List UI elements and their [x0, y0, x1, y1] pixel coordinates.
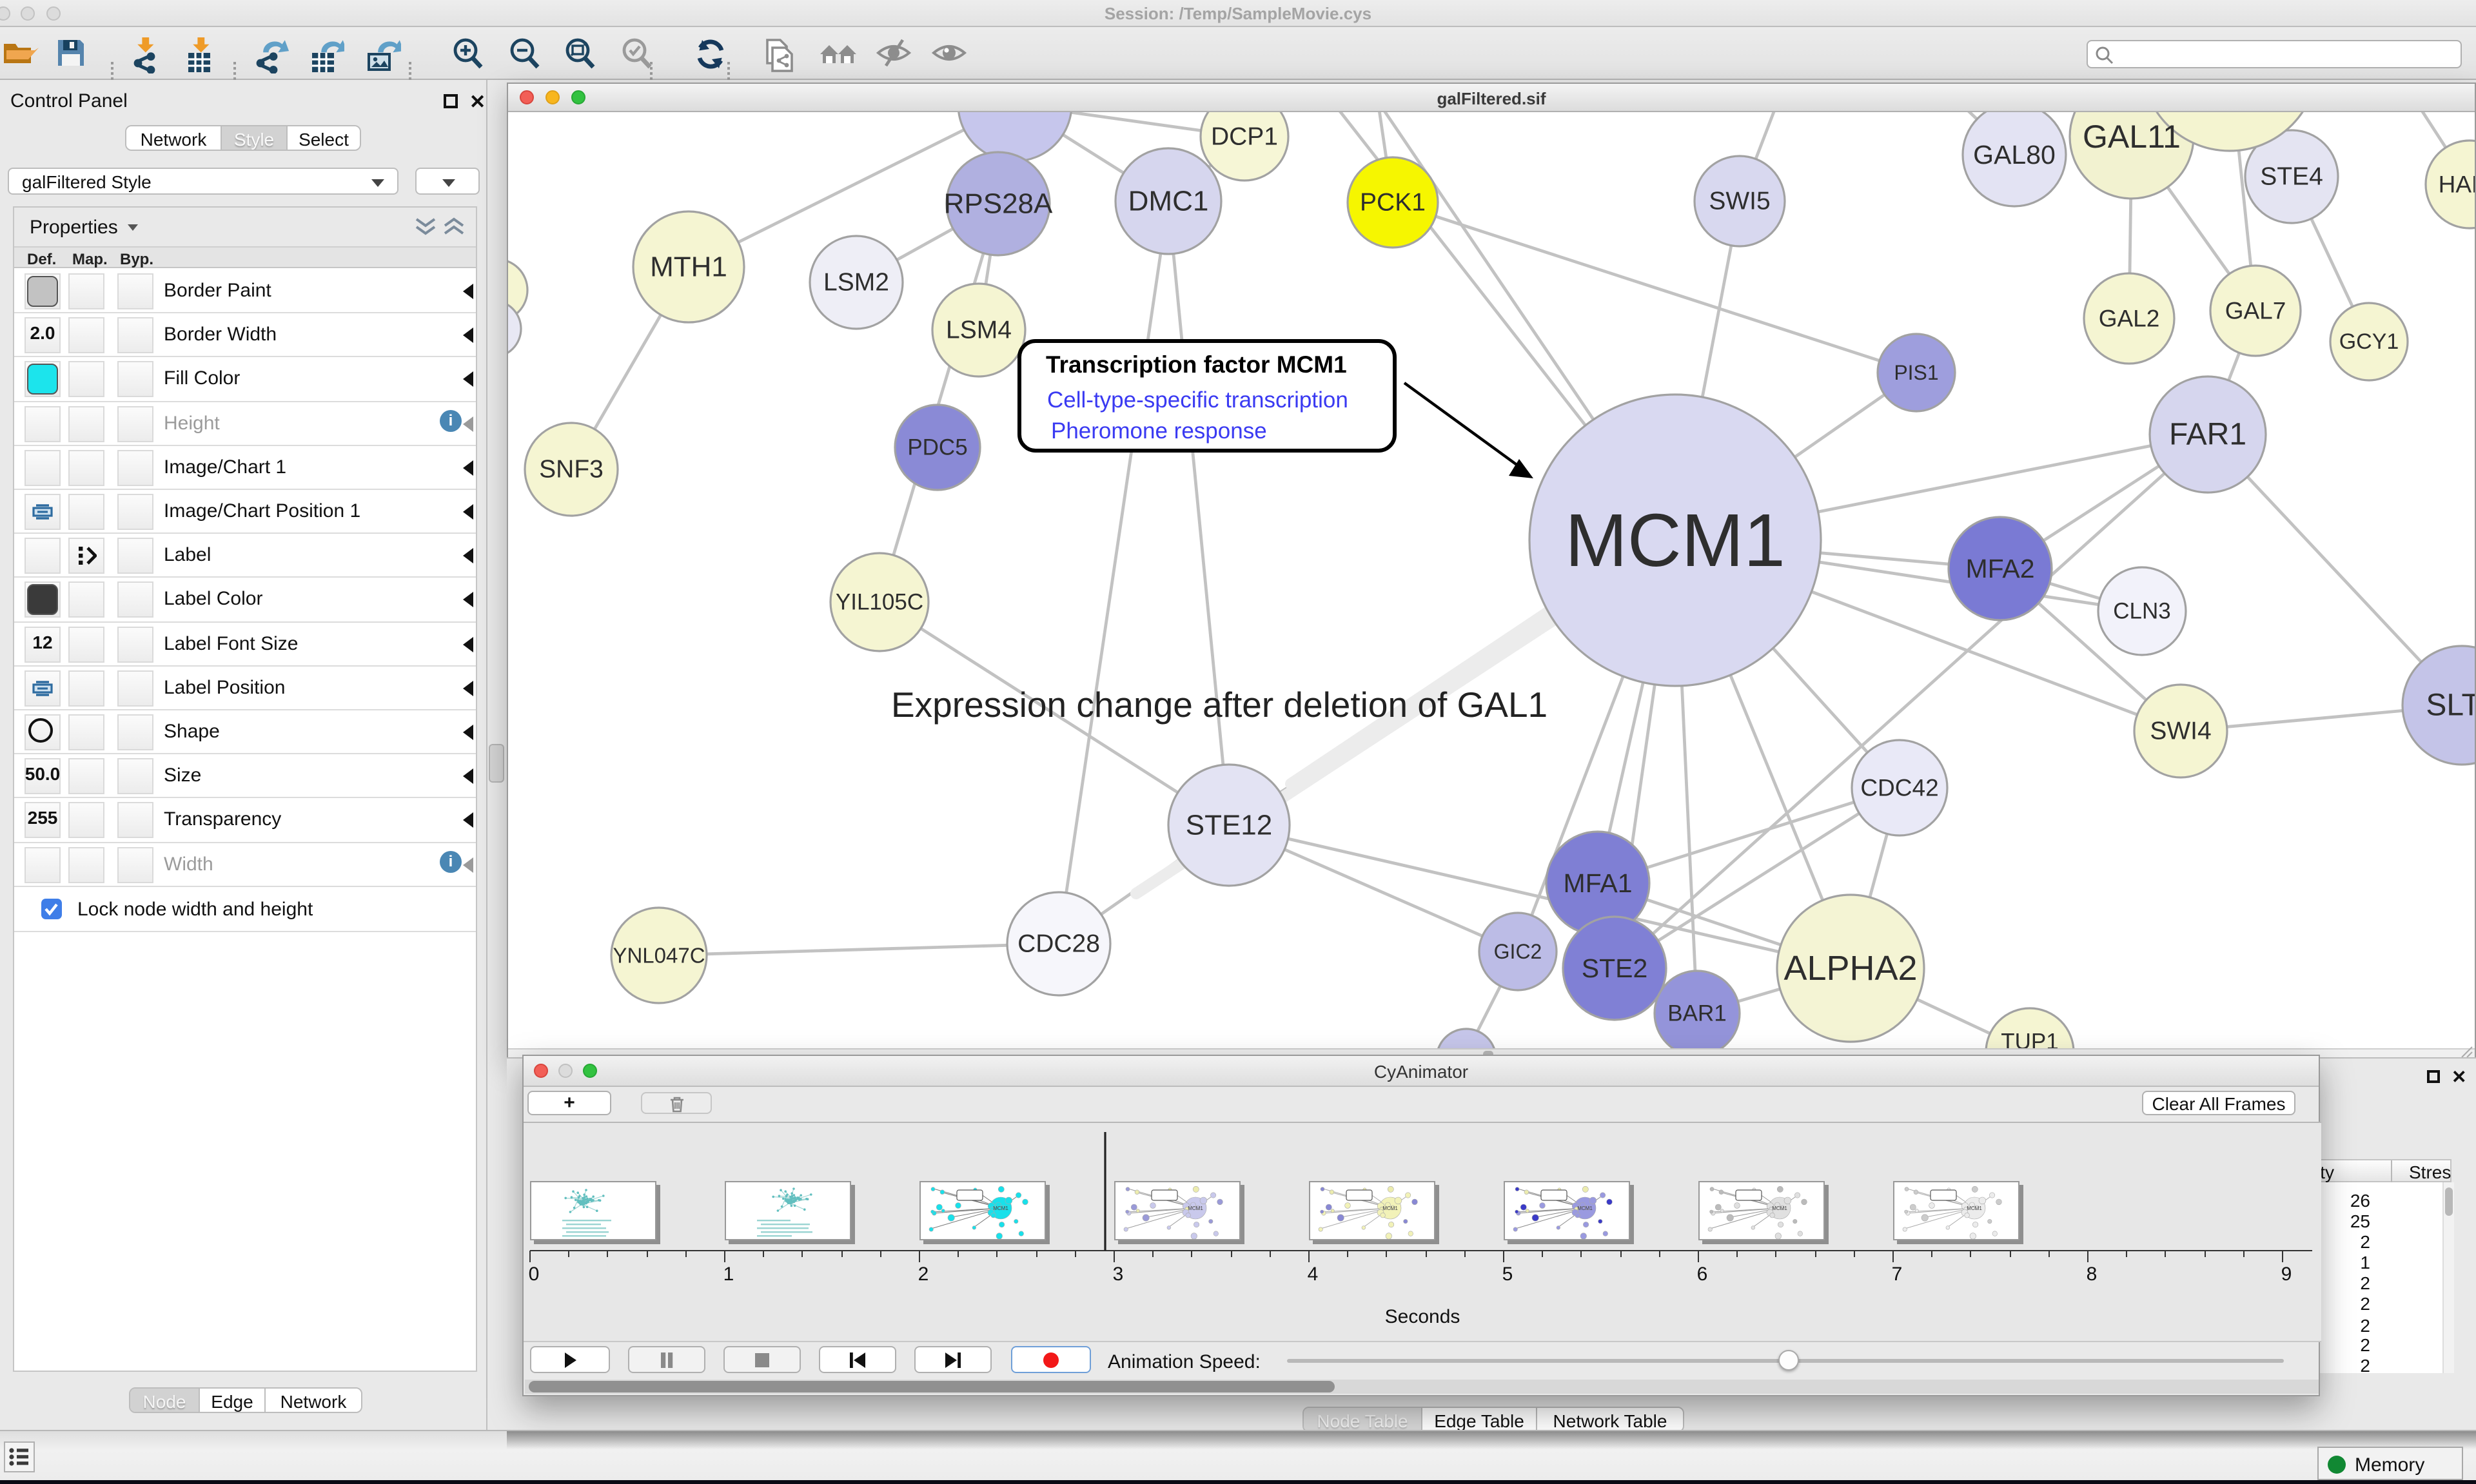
svg-text:SLT2: SLT2 — [2426, 688, 2475, 723]
svg-text:FAR1: FAR1 — [2169, 418, 2246, 452]
svg-text:7: 7 — [1892, 1264, 1903, 1285]
svg-text:GAL2: GAL2 — [2099, 306, 2160, 332]
svg-text:CDC42: CDC42 — [1860, 775, 1938, 801]
svg-text:RPS20B: RPS20B — [963, 112, 1066, 117]
svg-text:GCY1: GCY1 — [2339, 329, 2399, 354]
svg-text:4: 4 — [1308, 1264, 1319, 1285]
svg-text:BAR1: BAR1 — [1667, 1001, 1726, 1026]
svg-text:MCM1: MCM1 — [1577, 1206, 1593, 1211]
svg-text:DMC1: DMC1 — [1128, 186, 1209, 217]
svg-text:MCM1: MCM1 — [1772, 1206, 1787, 1211]
svg-text:LSM4: LSM4 — [946, 317, 1012, 344]
svg-text:SWI4: SWI4 — [2150, 718, 2211, 745]
svg-text:9: 9 — [2281, 1264, 2292, 1285]
svg-text:STE4: STE4 — [2260, 163, 2323, 191]
svg-text:YIL105C: YIL105C — [836, 590, 923, 615]
svg-text:SNF3: SNF3 — [539, 456, 604, 483]
svg-text:CDC28: CDC28 — [1017, 930, 1100, 958]
svg-text:RPS28A: RPS28A — [944, 188, 1053, 220]
svg-text:PCK1: PCK1 — [1360, 189, 1426, 217]
svg-text:HAP2: HAP2 — [2439, 171, 2475, 198]
svg-text:3: 3 — [1113, 1264, 1124, 1285]
svg-text:PIS1: PIS1 — [1894, 361, 1938, 384]
svg-text:YNL047C: YNL047C — [613, 944, 705, 968]
svg-text:1: 1 — [723, 1264, 734, 1285]
svg-text:ALPHA2: ALPHA2 — [1783, 949, 1917, 988]
svg-text:5: 5 — [1502, 1264, 1513, 1285]
svg-text:LSM2: LSM2 — [823, 269, 889, 297]
svg-text:CLN3: CLN3 — [2113, 599, 2170, 624]
svg-text:Seconds: Seconds — [1385, 1306, 1460, 1327]
svg-text:GAL80: GAL80 — [1973, 140, 2056, 170]
svg-text:PDC5: PDC5 — [907, 435, 967, 460]
svg-text:SWI5: SWI5 — [1709, 188, 1770, 215]
svg-text:GAL11: GAL11 — [2083, 119, 2181, 155]
svg-text:0: 0 — [529, 1264, 540, 1285]
svg-text:STE12: STE12 — [1186, 810, 1273, 841]
svg-text:2: 2 — [918, 1264, 929, 1285]
svg-text:MCM1: MCM1 — [993, 1206, 1008, 1211]
svg-text:MFA2: MFA2 — [1965, 554, 2034, 583]
svg-text:STE2: STE2 — [1582, 953, 1648, 983]
svg-text:DCP1: DCP1 — [1211, 123, 1278, 151]
svg-text:GIC2: GIC2 — [1494, 940, 1542, 963]
svg-text:8: 8 — [2087, 1264, 2098, 1285]
svg-text:6: 6 — [1697, 1264, 1708, 1285]
svg-text:MTH1: MTH1 — [650, 251, 727, 283]
svg-text:GAL7: GAL7 — [2225, 298, 2286, 324]
svg-text:MCM1: MCM1 — [1565, 498, 1785, 582]
svg-text:MCM1: MCM1 — [1967, 1206, 1982, 1211]
svg-text:MCM1: MCM1 — [1382, 1206, 1398, 1211]
svg-text:MFA1: MFA1 — [1563, 868, 1632, 898]
svg-text:MCM1: MCM1 — [1188, 1206, 1203, 1211]
svg-text:TUP1: TUP1 — [2001, 1030, 2058, 1049]
